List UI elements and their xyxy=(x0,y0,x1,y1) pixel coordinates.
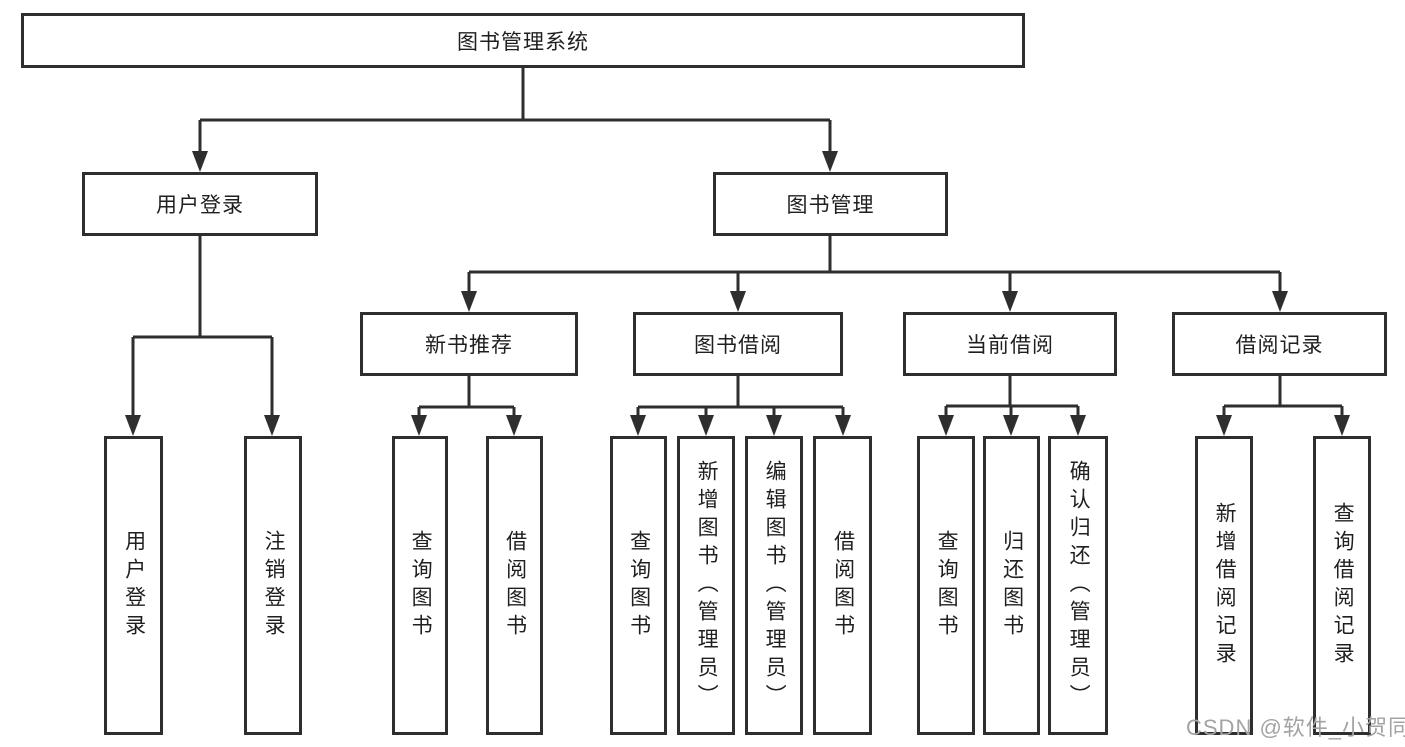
node-label: 查询图书 xyxy=(935,529,959,642)
connector-user-login-branch xyxy=(131,236,274,421)
arrow-down-icon xyxy=(192,151,208,172)
leaf-borrowing-borrow-books: 借阅图书 xyxy=(813,436,872,735)
leaf-user-login: 用户登录 xyxy=(104,436,163,735)
node-current-borrowing: 当前借阅 xyxy=(903,312,1117,376)
node-label: 确认归还（管理员） xyxy=(1067,459,1091,712)
leaf-records-query-record: 查询借阅记录 xyxy=(1313,436,1371,735)
arrow-down-icon xyxy=(125,415,141,436)
leaf-current-return-books: 归还图书 xyxy=(983,436,1040,735)
arrow-down-icon xyxy=(1272,291,1288,312)
node-label: 用户登录 xyxy=(156,194,244,217)
node-label: 图书管理系统 xyxy=(457,30,589,54)
node-label: 图书借阅 xyxy=(694,334,782,357)
arrow-down-icon xyxy=(1003,415,1019,436)
node-label: 借阅图书 xyxy=(831,529,855,642)
arrow-down-icon xyxy=(506,415,522,436)
leaf-logout: 注销登录 xyxy=(244,436,302,735)
connector-book-borrowing-branch xyxy=(636,376,845,421)
connector-borrow-records-branch xyxy=(1222,376,1344,421)
connector-new-book-branch xyxy=(417,376,516,421)
leaf-recommend-borrow-books: 借阅图书 xyxy=(486,436,543,735)
leaf-current-confirm-return-admin: 确认归还（管理员） xyxy=(1048,436,1108,735)
node-label: 编辑图书（管理员） xyxy=(763,459,787,712)
leaf-current-query-books: 查询图书 xyxy=(917,436,975,735)
connector-current-borrowing-branch xyxy=(944,376,1080,421)
arrow-down-icon xyxy=(630,415,646,436)
node-label: 当前借阅 xyxy=(966,334,1054,357)
node-root: 图书管理系统 xyxy=(21,13,1025,68)
node-label: 新书推荐 xyxy=(425,334,513,357)
arrow-down-icon xyxy=(766,415,782,436)
node-label: 查询图书 xyxy=(627,529,651,642)
leaf-borrowing-add-books-admin: 新增图书（管理员） xyxy=(677,436,735,735)
connector-book-management-branch xyxy=(467,236,1282,297)
leaf-recommend-query-books: 查询图书 xyxy=(392,436,448,735)
node-label: 用户登录 xyxy=(122,529,146,642)
arrow-down-icon xyxy=(698,415,714,436)
arrow-down-icon xyxy=(411,415,427,436)
arrow-down-icon xyxy=(264,415,280,436)
arrow-down-icon xyxy=(1002,291,1018,312)
leaf-borrowing-edit-books-admin: 编辑图书（管理员） xyxy=(745,436,803,735)
connector-root-to-level2 xyxy=(198,68,832,155)
node-borrowing-records: 借阅记录 xyxy=(1172,312,1387,376)
node-label: 注销登录 xyxy=(262,529,286,642)
node-label: 查询借阅记录 xyxy=(1331,501,1355,670)
node-label: 借阅记录 xyxy=(1235,334,1324,357)
arrow-down-icon xyxy=(730,291,746,312)
arrow-down-icon xyxy=(938,415,954,436)
csdn-watermark: CSDN @软件_小贺同学 xyxy=(1186,715,1405,740)
node-new-book-recommendation: 新书推荐 xyxy=(360,312,578,376)
node-book-borrowing: 图书借阅 xyxy=(633,312,843,376)
node-label: 查询图书 xyxy=(409,529,433,642)
leaf-records-add-record: 新增借阅记录 xyxy=(1195,436,1253,735)
node-label: 图书管理 xyxy=(786,194,875,217)
node-user-login: 用户登录 xyxy=(82,172,318,236)
node-book-management: 图书管理 xyxy=(713,172,948,236)
node-label: 归还图书 xyxy=(1000,529,1024,642)
arrow-down-icon xyxy=(835,415,851,436)
arrow-down-icon xyxy=(461,291,477,312)
arrow-down-icon xyxy=(822,151,838,172)
node-label: 新增图书（管理员） xyxy=(695,459,719,712)
node-label: 借阅图书 xyxy=(503,529,527,642)
node-label: 新增借阅记录 xyxy=(1213,501,1237,670)
arrow-down-icon xyxy=(1334,415,1350,436)
leaf-borrowing-query-books: 查询图书 xyxy=(610,436,667,735)
arrow-down-icon xyxy=(1216,415,1232,436)
arrow-down-icon xyxy=(1070,415,1086,436)
